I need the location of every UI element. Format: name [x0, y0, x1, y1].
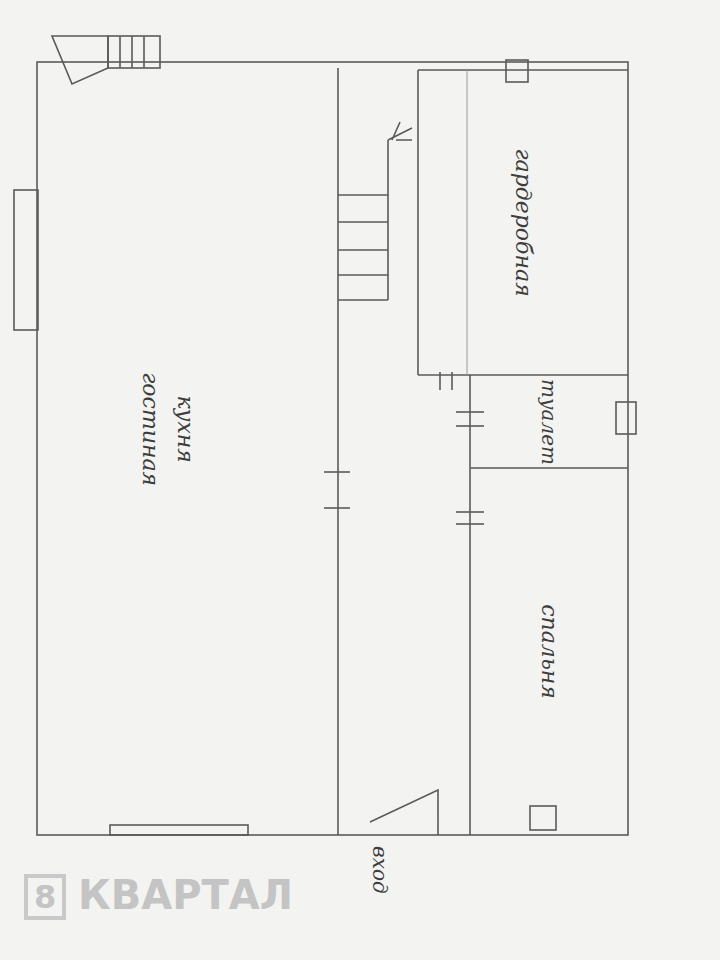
watermark-logo: 8 — [34, 878, 56, 916]
wardrobe-room: гардеробная — [420, 72, 626, 373]
room-name: кухня гостиная — [133, 364, 203, 494]
kitchen-living-room: кухня гостиная — [40, 66, 336, 832]
room-name: спальня — [531, 575, 566, 729]
room-name: гардеробная — [505, 123, 540, 323]
entrance-label: вход — [368, 846, 392, 894]
bedroom-room: спальня — [472, 470, 626, 833]
room-name: туалет — [533, 362, 565, 482]
logo-frame — [26, 876, 64, 918]
watermark-text: КВАРТАЛ — [78, 872, 293, 918]
toilet-room: туалет — [472, 377, 626, 466]
